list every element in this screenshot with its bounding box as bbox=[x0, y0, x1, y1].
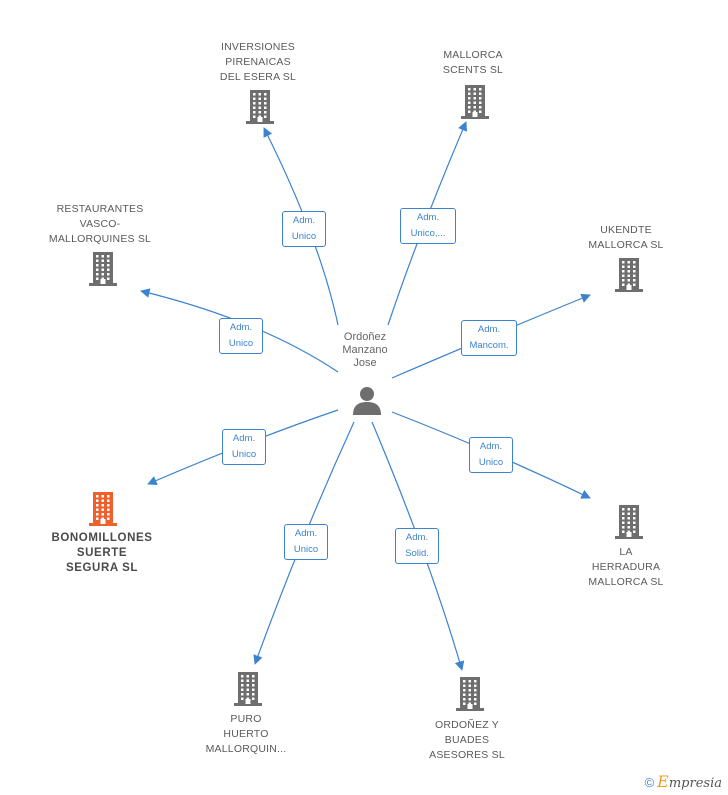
building-icon[interactable] bbox=[614, 505, 644, 539]
center-person-label[interactable]: Ordoñez Manzano Jose bbox=[342, 331, 388, 369]
company-label-ukendte[interactable]: UKENDTE MALLORCA SL bbox=[588, 224, 664, 251]
role-badge-inversiones[interactable]: Adm. Unico bbox=[282, 211, 326, 247]
building-icon[interactable] bbox=[233, 672, 263, 706]
role-badge-bonomillones[interactable]: Adm. Unico bbox=[222, 429, 266, 465]
building-icon[interactable] bbox=[455, 677, 485, 711]
building-icon[interactable] bbox=[614, 258, 644, 292]
building-icon[interactable] bbox=[88, 252, 118, 286]
building-icon[interactable] bbox=[460, 85, 490, 119]
copyright-symbol: © bbox=[644, 775, 655, 790]
company-label-herradura[interactable]: LA HERRADURA MALLORCA SL bbox=[588, 546, 664, 588]
role-badge-ukendte[interactable]: Adm. Mancom. bbox=[461, 320, 517, 356]
company-label-inversiones[interactable]: INVERSIONES PIRENAICAS DEL ESERA SL bbox=[219, 41, 297, 83]
brand-logo: Empresia bbox=[657, 772, 722, 791]
footer-brand: ©Empresia bbox=[645, 772, 722, 791]
role-badge-herradura[interactable]: Adm. Unico bbox=[469, 437, 513, 473]
company-label-ordonez-buades[interactable]: ORDOÑEZ Y BUADES ASESORES SL bbox=[429, 719, 505, 761]
company-label-mallorca-scents[interactable]: MALLORCA SCENTS SL bbox=[442, 49, 504, 76]
company-label-puro-huerto[interactable]: PURO HUERTO MALLORQUIN... bbox=[205, 713, 287, 755]
company-label-bonomillones[interactable]: BONOMILLONES SUERTE SEGURA SL bbox=[51, 532, 153, 574]
role-badge-puro-huerto[interactable]: Adm. Unico bbox=[284, 524, 328, 560]
role-badge-mallorca-scents[interactable]: Adm. Unico,... bbox=[400, 208, 456, 244]
person-icon[interactable] bbox=[352, 385, 382, 415]
building-icon[interactable] bbox=[245, 90, 275, 124]
role-badge-ordonez-buades[interactable]: Adm. Solid. bbox=[395, 528, 439, 564]
company-label-restaurantes[interactable]: RESTAURANTES VASCO- MALLORQUINES SL bbox=[48, 203, 152, 245]
building-icon[interactable] bbox=[88, 492, 118, 526]
role-badge-restaurantes[interactable]: Adm. Unico bbox=[219, 318, 263, 354]
